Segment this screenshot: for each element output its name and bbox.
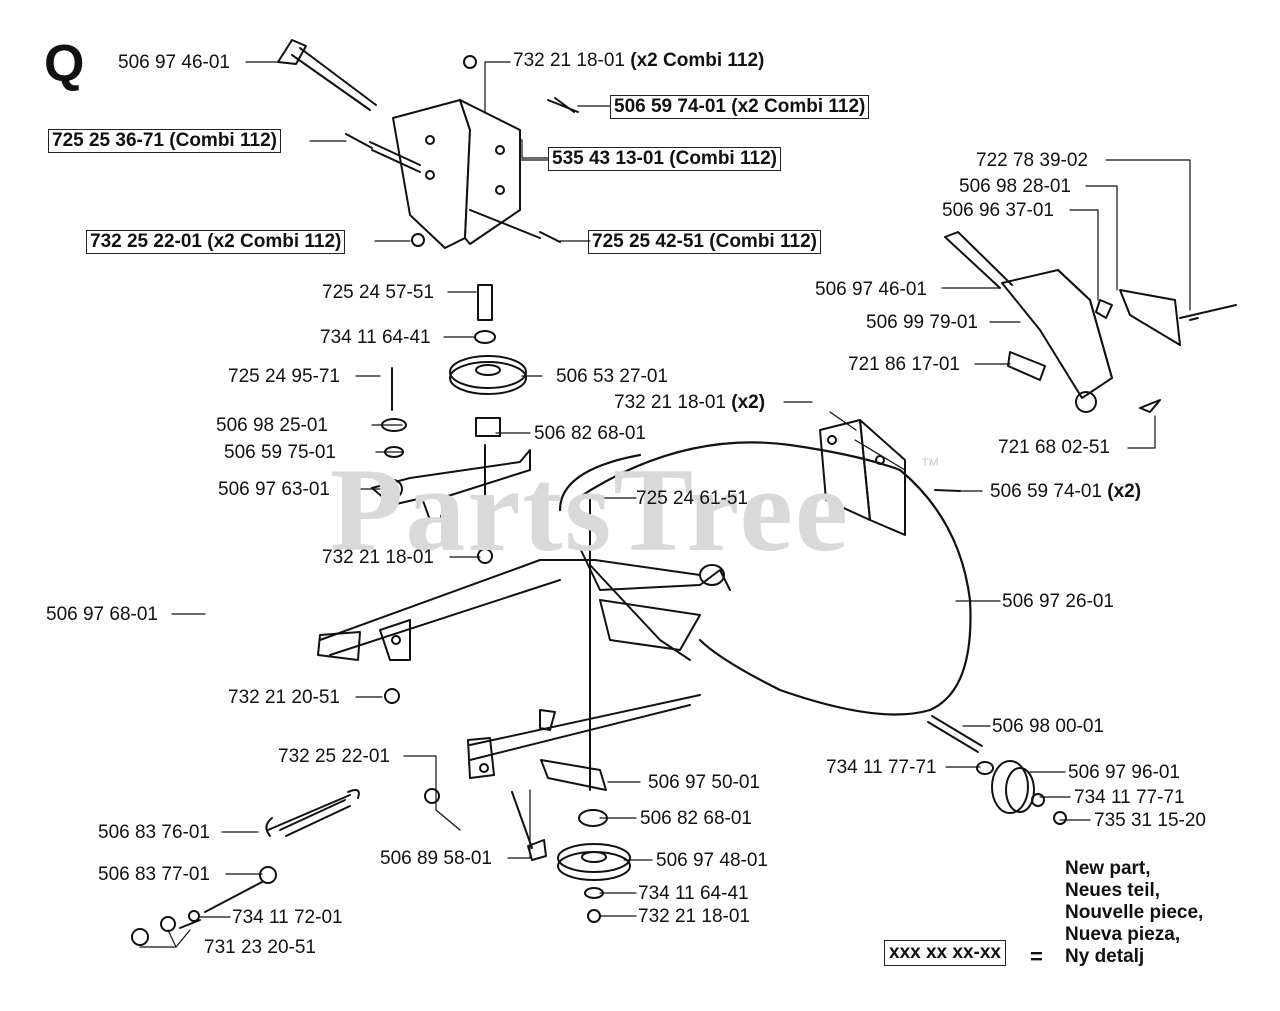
part-label[interactable]: 506 97 46-01 bbox=[118, 52, 230, 73]
part-label[interactable]: 506 89 58-01 bbox=[380, 848, 492, 869]
part-label[interactable]: 725 24 61-51 bbox=[636, 488, 748, 509]
wheel-assembly bbox=[927, 715, 1067, 825]
part-label[interactable]: 734 11 72-01 bbox=[232, 907, 343, 928]
part-label-new[interactable]: 732 25 22-01 (x2 Combi 112) bbox=[86, 230, 346, 254]
leader-lines bbox=[139, 61, 1191, 948]
legend-equals: = bbox=[1030, 944, 1043, 969]
spring-assembly bbox=[131, 789, 360, 946]
part-label[interactable]: 506 97 63-01 bbox=[218, 479, 330, 500]
part-qualifier: (x2) bbox=[1107, 481, 1142, 502]
part-label[interactable]: 506 98 00-01 bbox=[992, 716, 1104, 737]
part-qualifier: (x2 Combi 112) bbox=[630, 50, 765, 71]
part-label[interactable]: 506 99 79-01 bbox=[866, 312, 978, 333]
part-label[interactable]: 732 21 18-01 bbox=[322, 547, 434, 568]
part-label[interactable]: 734 11 77-71 bbox=[826, 757, 937, 778]
part-label[interactable]: 734 11 77-71 bbox=[1074, 787, 1185, 808]
part-label[interactable]: 506 97 68-01 bbox=[46, 604, 158, 625]
part-number: 732 21 18-01 bbox=[614, 392, 726, 413]
part-label-new[interactable]: 535 43 13-01 (Combi 112) bbox=[548, 147, 781, 171]
part-number: 732 21 18-01 bbox=[513, 50, 625, 71]
part-label[interactable]: 506 97 46-01 bbox=[815, 279, 927, 300]
part-label[interactable]: 506 53 27-01 bbox=[556, 366, 668, 387]
part-label[interactable]: 506 83 76-01 bbox=[98, 822, 210, 843]
part-label[interactable]: 506 59 75-01 bbox=[224, 442, 336, 463]
legend-line: Nueva pieza, bbox=[1065, 924, 1181, 945]
part-label[interactable]: 735 31 15-20 bbox=[1094, 810, 1206, 831]
part-label[interactable]: 506 97 96-01 bbox=[1068, 762, 1180, 783]
part-label[interactable]: 506 98 28-01 bbox=[959, 176, 1071, 197]
part-label[interactable]: 732 21 18-01 (x2 Combi 112) bbox=[513, 50, 764, 72]
pulley-lower bbox=[540, 497, 631, 923]
frame-tube bbox=[558, 441, 972, 716]
watermark-trademark: ™ bbox=[920, 455, 940, 477]
part-label[interactable]: 732 21 18-01 bbox=[638, 906, 750, 927]
part-label[interactable]: 506 82 68-01 bbox=[640, 808, 752, 829]
legend-line: Neues teil, bbox=[1065, 880, 1161, 901]
bracket-top bbox=[392, 99, 521, 249]
part-label[interactable]: 506 97 48-01 bbox=[656, 850, 768, 871]
legend-line: Nouvelle piece, bbox=[1065, 902, 1204, 923]
part-label[interactable]: 725 24 95-71 bbox=[228, 366, 340, 387]
part-label[interactable]: 506 97 50-01 bbox=[648, 772, 760, 793]
section-letter: Q bbox=[44, 35, 85, 93]
watermark-logo: PartsTree bbox=[330, 443, 850, 576]
part-label[interactable]: 506 59 74-01 (x2) bbox=[990, 481, 1141, 503]
bolts-top bbox=[345, 55, 579, 247]
part-label[interactable]: 506 83 77-01 bbox=[98, 864, 210, 885]
part-label[interactable]: 506 82 68-01 bbox=[534, 423, 646, 444]
hitch-assembly bbox=[944, 231, 1237, 413]
legend-sample-box: xxx xx xx-xx bbox=[884, 940, 1006, 966]
new-part-legend: New part, Neues teil, Nouvelle piece, Nu… bbox=[1065, 858, 1203, 968]
part-label[interactable]: 731 23 20-51 bbox=[204, 937, 316, 958]
part-label[interactable]: 734 11 64-41 bbox=[320, 327, 431, 348]
part-label[interactable]: 721 86 17-01 bbox=[848, 354, 960, 375]
part-number: 506 59 74-01 bbox=[990, 481, 1102, 502]
part-label[interactable]: 732 21 18-01 (x2) bbox=[614, 392, 765, 414]
part-qualifier: (x2) bbox=[731, 392, 766, 413]
frame-front-plate bbox=[819, 419, 961, 536]
part-label[interactable]: 722 78 39-02 bbox=[976, 150, 1088, 171]
part-label[interactable]: 506 96 37-01 bbox=[942, 200, 1054, 221]
part-label-new[interactable]: 725 25 42-51 (Combi 112) bbox=[588, 230, 821, 254]
part-label[interactable]: 734 11 64-41 bbox=[638, 883, 749, 904]
legend-line: Ny detalj bbox=[1065, 946, 1145, 967]
part-label-new[interactable]: 725 25 36-71 (Combi 112) bbox=[48, 129, 281, 153]
part-label[interactable]: 506 97 26-01 bbox=[1002, 591, 1114, 612]
part-label-new[interactable]: 506 59 74-01 (x2 Combi 112) bbox=[610, 95, 870, 119]
legend-line: New part, bbox=[1065, 858, 1151, 879]
part-label[interactable]: 506 98 25-01 bbox=[216, 415, 328, 436]
frame-main bbox=[317, 547, 731, 779]
rod-top bbox=[277, 39, 377, 111]
part-label[interactable]: 725 24 57-51 bbox=[322, 282, 434, 303]
pulley-upper bbox=[449, 284, 527, 437]
part-label[interactable]: 721 68 02-51 bbox=[998, 437, 1110, 458]
part-label[interactable]: 732 21 20-51 bbox=[228, 687, 340, 708]
part-label[interactable]: 732 25 22-01 bbox=[278, 746, 390, 767]
bolt-lower bbox=[424, 788, 547, 861]
tension-arm bbox=[371, 367, 531, 564]
